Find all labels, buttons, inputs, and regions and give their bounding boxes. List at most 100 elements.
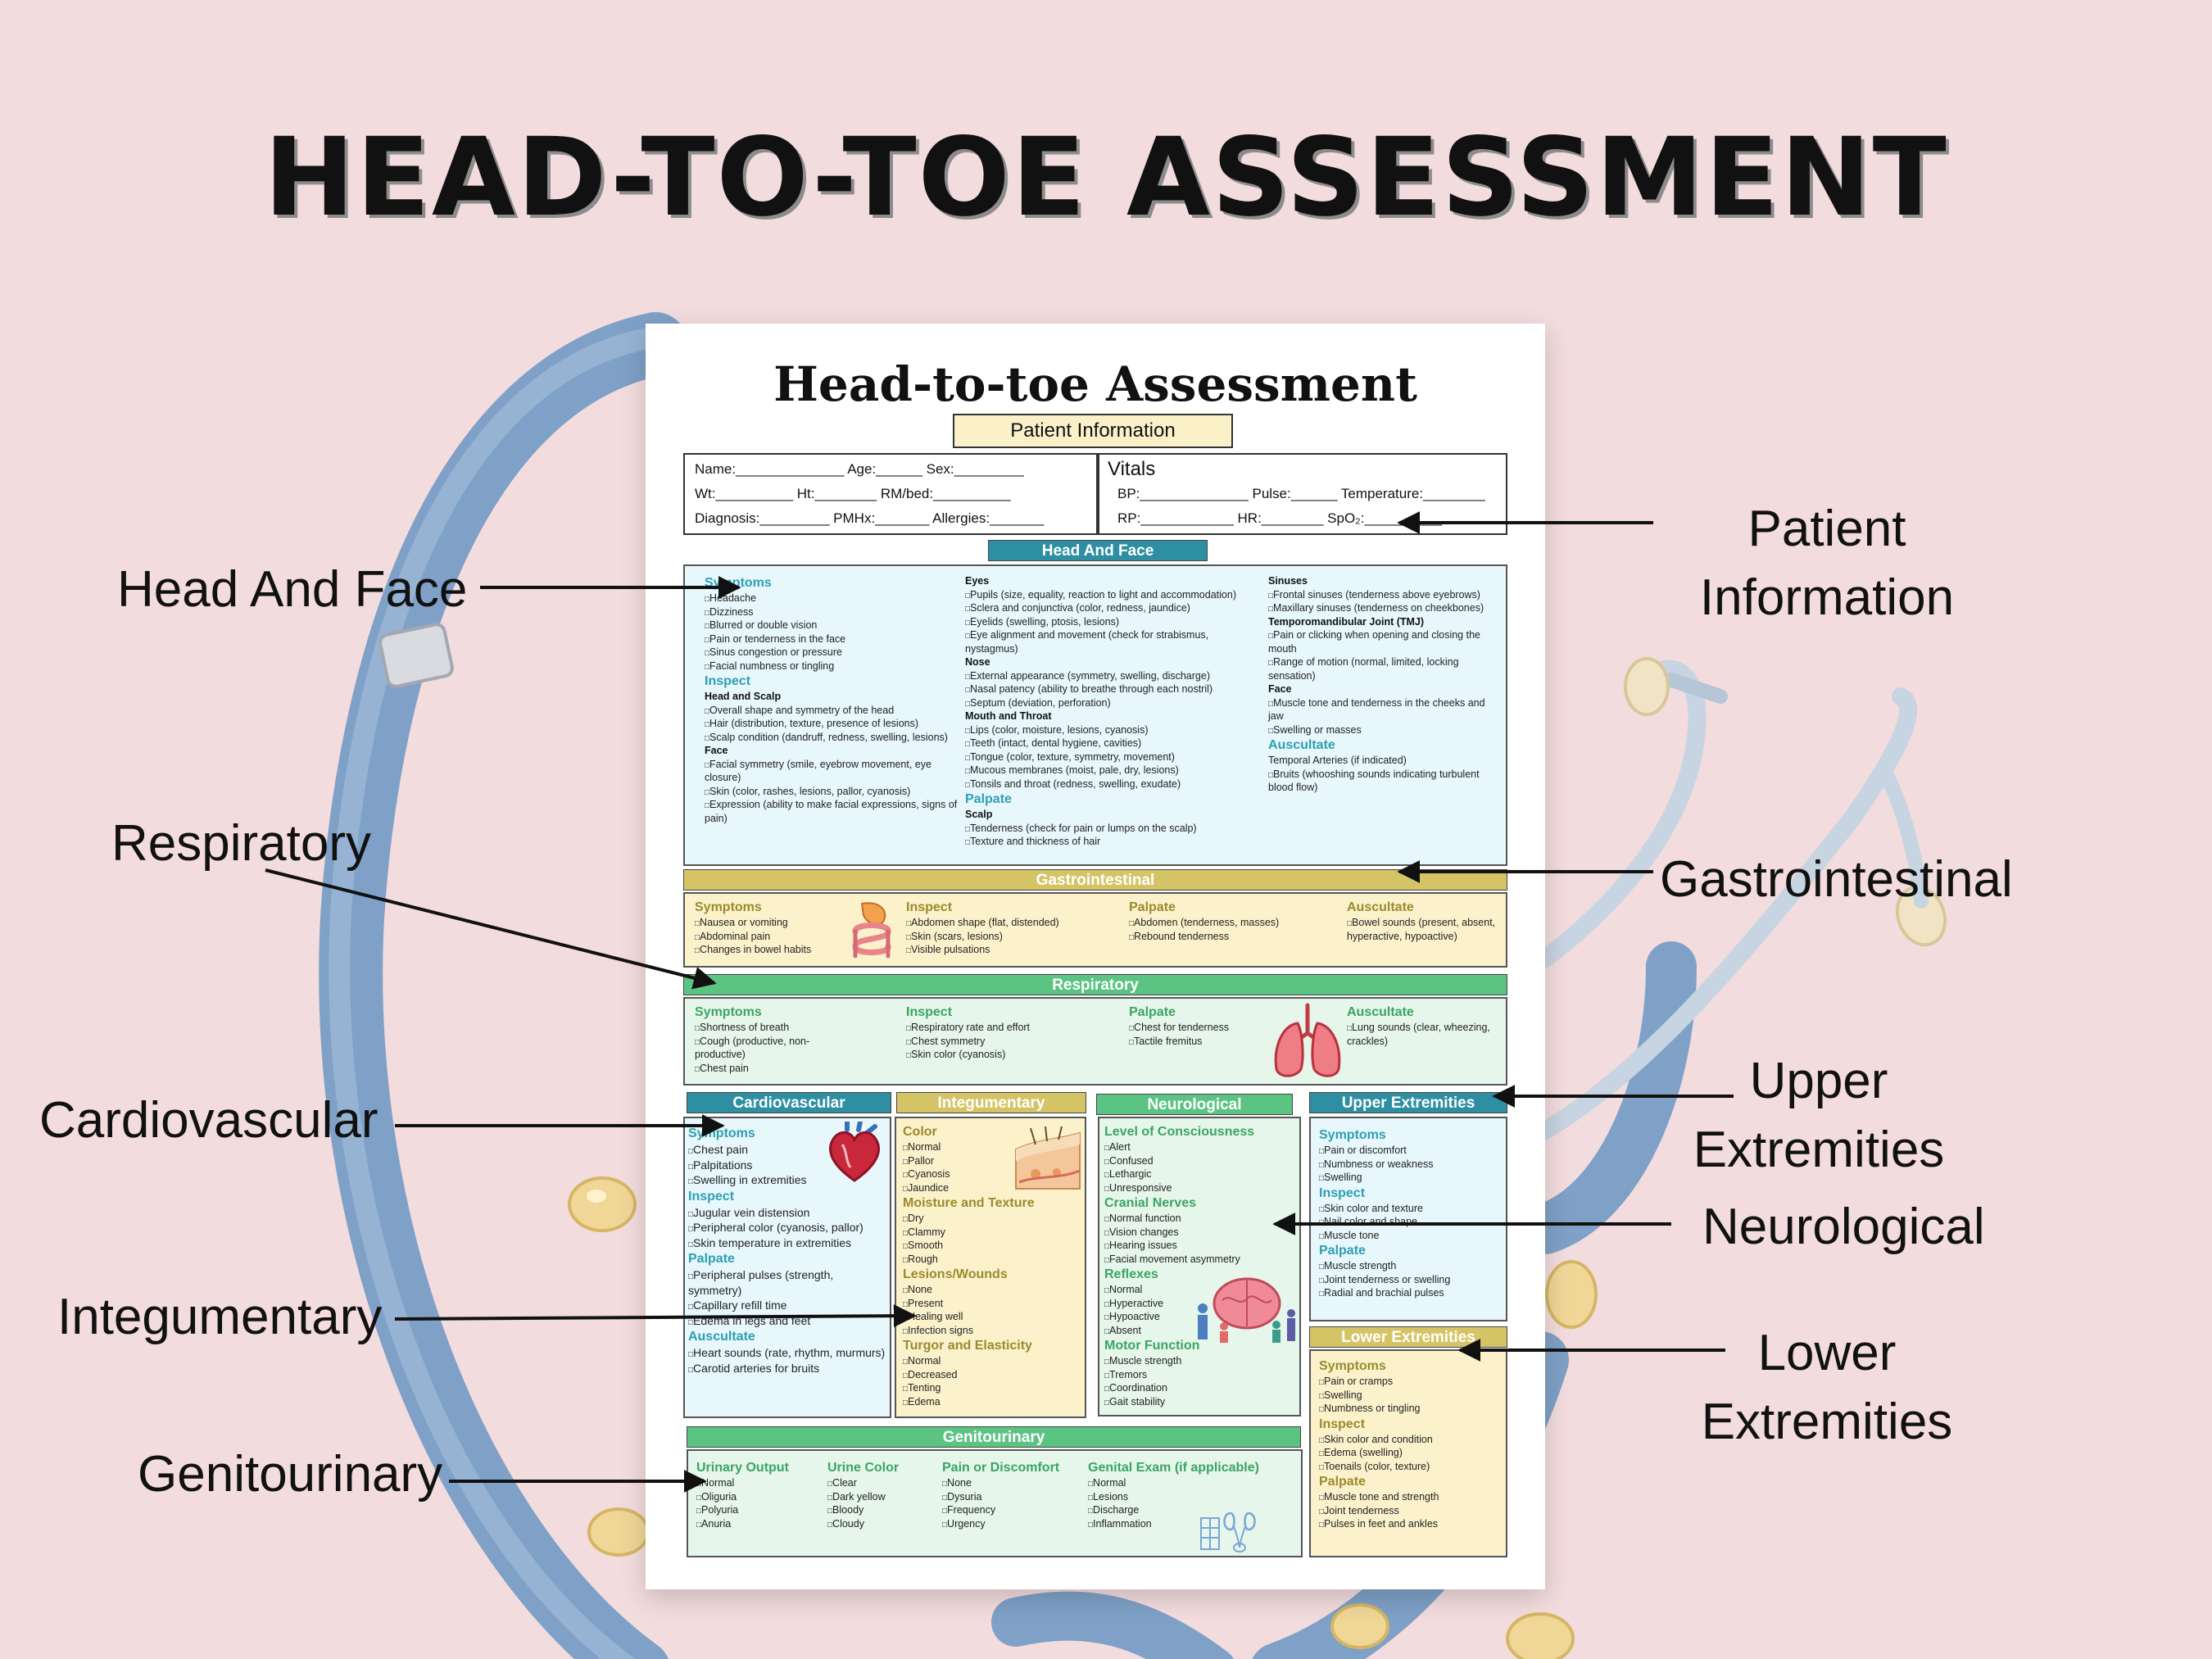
list-item: Sclera and conjunctiva (color, redness, … — [965, 601, 1262, 615]
list-item: Chest symmetry — [906, 1035, 1111, 1049]
patient-field-line-2: Wt:__________ Ht:________ RM/bed:_______… — [695, 486, 1011, 501]
gu-output-heading: Urinary Output — [696, 1461, 789, 1475]
gi-palpate-heading: Palpate — [1129, 900, 1176, 914]
list-item: Dysuria — [942, 1490, 1081, 1504]
kidney-icon — [1200, 1512, 1256, 1552]
face-subheading: Face — [1268, 683, 1292, 695]
list-item: Bloody — [827, 1503, 934, 1517]
list-item: Facial numbness or tingling — [705, 660, 967, 673]
integ-lesions-heading: Lesions/Wounds — [903, 1267, 1008, 1282]
neuro-reflex-heading: Reflexes — [1104, 1267, 1158, 1282]
lower-section: Symptoms Pain or cramps Swelling Numbnes… — [1309, 1349, 1507, 1557]
vitals-title: Vitals — [1108, 458, 1156, 480]
list-item: Sinus congestion or pressure — [705, 646, 967, 660]
patient-info-banner: Patient Information — [953, 414, 1233, 448]
gi-header: Gastrointestinal — [683, 869, 1507, 891]
callout-upper-line2: Extremities — [1693, 1121, 1945, 1178]
upper-palpate-heading: Palpate — [1319, 1244, 1366, 1258]
list-item: Visible pulsations — [906, 943, 1119, 957]
list-item: Frontal sinuses (tenderness above eyebro… — [1268, 588, 1502, 602]
list-item: Septum (deviation, perforation) — [965, 696, 1262, 710]
lower-symptoms-heading: Symptoms — [1319, 1359, 1386, 1373]
list-item: External appearance (symmetry, swelling,… — [965, 669, 1262, 683]
callout-patient-information: Patient Information — [1688, 495, 1966, 632]
lower-inspect-heading: Inspect — [1319, 1416, 1366, 1431]
list-item: Normal — [696, 1476, 827, 1490]
list-item: Respiratory rate and effort — [906, 1021, 1111, 1035]
list-item: Shortness of breath — [695, 1021, 859, 1035]
lower-header: Lower Extremities — [1309, 1326, 1507, 1348]
list-item: Discharge — [1088, 1503, 1301, 1517]
resp-inspect-col: Inspect Respiratory rate and effort Ches… — [906, 1004, 1111, 1062]
list-item: Skin color and condition — [1319, 1433, 1506, 1447]
assessment-sheet: Head-to-toe Assessment Patient Informati… — [646, 324, 1545, 1589]
gu-color-heading: Urine Color — [827, 1461, 900, 1475]
list-item: Blurred or double vision — [705, 619, 967, 632]
list-item: Vision changes — [1104, 1226, 1298, 1240]
resp-symptoms-col: Symptoms Shortness of breath Cough (prod… — [695, 1004, 859, 1075]
list-item: Urgency — [942, 1517, 1081, 1531]
list-item: Expression (ability to make facial expre… — [705, 798, 967, 825]
list-item: Capillary refill time — [688, 1298, 888, 1312]
list-item: Skin (color, rashes, lesions, pallor, cy… — [705, 785, 967, 799]
list-item: Healing well — [903, 1310, 1083, 1324]
list-item: Range of motion (normal, limited, lockin… — [1268, 655, 1502, 682]
integ-section: Color Normal Pallor Cyanosis Jaundice Mo… — [895, 1117, 1086, 1418]
list-item: Swelling — [1319, 1389, 1506, 1403]
list-item: Infection signs — [903, 1324, 1083, 1338]
resp-inspect-heading: Inspect — [906, 1005, 953, 1019]
list-item: Palpitations — [688, 1158, 888, 1172]
list-item: Tonsils and throat (redness, swelling, e… — [965, 777, 1262, 791]
list-item: Overall shape and symmetry of the head — [705, 704, 967, 718]
head-face-section: Symptoms Headache Dizziness Blurred or d… — [683, 564, 1507, 866]
page-title: HEAD-TO-TOE ASSESSMENT — [264, 115, 1948, 241]
list-item: Cyanosis — [903, 1167, 1083, 1181]
list-item: Scalp condition (dandruff, redness, swel… — [705, 731, 967, 745]
lower-col: Symptoms Pain or cramps Swelling Numbnes… — [1319, 1358, 1506, 1531]
list-item: Hearing issues — [1104, 1239, 1298, 1253]
resp-auscultate-heading: Auscultate — [1347, 1005, 1414, 1019]
gi-palpate-col: Palpate Abdomen (tenderness, masses) Reb… — [1129, 899, 1326, 943]
brain-icon — [1198, 1277, 1295, 1343]
list-item: Eye alignment and movement (check for st… — [965, 628, 1262, 655]
integ-moisture-heading: Moisture and Texture — [903, 1196, 1035, 1211]
list-item: Anuria — [696, 1517, 827, 1531]
list-item: Normal — [903, 1354, 1083, 1368]
gu-exam-col: Genital Exam (if applicable) Normal Lesi… — [1088, 1459, 1301, 1530]
list-item: Toenails (color, texture) — [1319, 1460, 1506, 1474]
gi-symptoms-heading: Symptoms — [695, 900, 762, 914]
list-item: Chest pain — [695, 1062, 859, 1076]
list-item: Oliguria — [696, 1490, 827, 1504]
list-item: Tactile fremitus — [1129, 1035, 1268, 1049]
list-item: Clear — [827, 1476, 934, 1490]
list-item: None — [903, 1283, 1083, 1297]
list-item: Tenting — [903, 1381, 1083, 1395]
integ-turgor-heading: Turgor and Elasticity — [903, 1339, 1032, 1353]
list-item: Skin color and texture — [1319, 1202, 1506, 1216]
head-face-col-1: Symptoms Headache Dizziness Blurred or d… — [705, 574, 967, 825]
callout-lower-line2: Extremities — [1701, 1393, 1953, 1450]
sheet-title: Head-to-toe Assessment — [773, 356, 1417, 412]
heart-icon — [829, 1122, 880, 1182]
callout-patient-information-line2: Information — [1699, 569, 1955, 626]
list-item: Decreased — [903, 1368, 1083, 1382]
eyes-subheading: Eyes — [965, 575, 990, 587]
list-item: Lips (color, moisture, lesions, cyanosis… — [965, 723, 1262, 737]
list-item: Nasal patency (ability to breathe throug… — [965, 682, 1262, 696]
gu-section: Urinary Output Normal Oliguria Polyuria … — [687, 1449, 1303, 1557]
list-item: Coordination — [1104, 1381, 1298, 1395]
list-item: Bowel sounds (present, absent, hyperacti… — [1347, 916, 1503, 943]
list-item: Rebound tenderness — [1129, 930, 1326, 944]
list-item: Edema — [903, 1395, 1083, 1409]
gi-symptoms-col: Symptoms Nausea or vomiting Abdominal pa… — [695, 899, 850, 957]
resp-symptoms-heading: Symptoms — [695, 1005, 762, 1019]
neuro-motor-heading: Motor Function — [1104, 1339, 1200, 1353]
list-item: Tremors — [1104, 1368, 1298, 1382]
gu-header: Genitourinary — [687, 1426, 1301, 1448]
list-item: Edema in legs and feet — [688, 1313, 888, 1328]
gu-output-col: Urinary Output Normal Oliguria Polyuria … — [696, 1459, 827, 1530]
list-item: Jaundice — [903, 1181, 1083, 1195]
head-face-col-2: Eyes Pupils (size, equality, reaction to… — [965, 574, 1262, 849]
list-item: Pain or discomfort — [1319, 1144, 1506, 1158]
resp-palpate-heading: Palpate — [1129, 1005, 1176, 1019]
